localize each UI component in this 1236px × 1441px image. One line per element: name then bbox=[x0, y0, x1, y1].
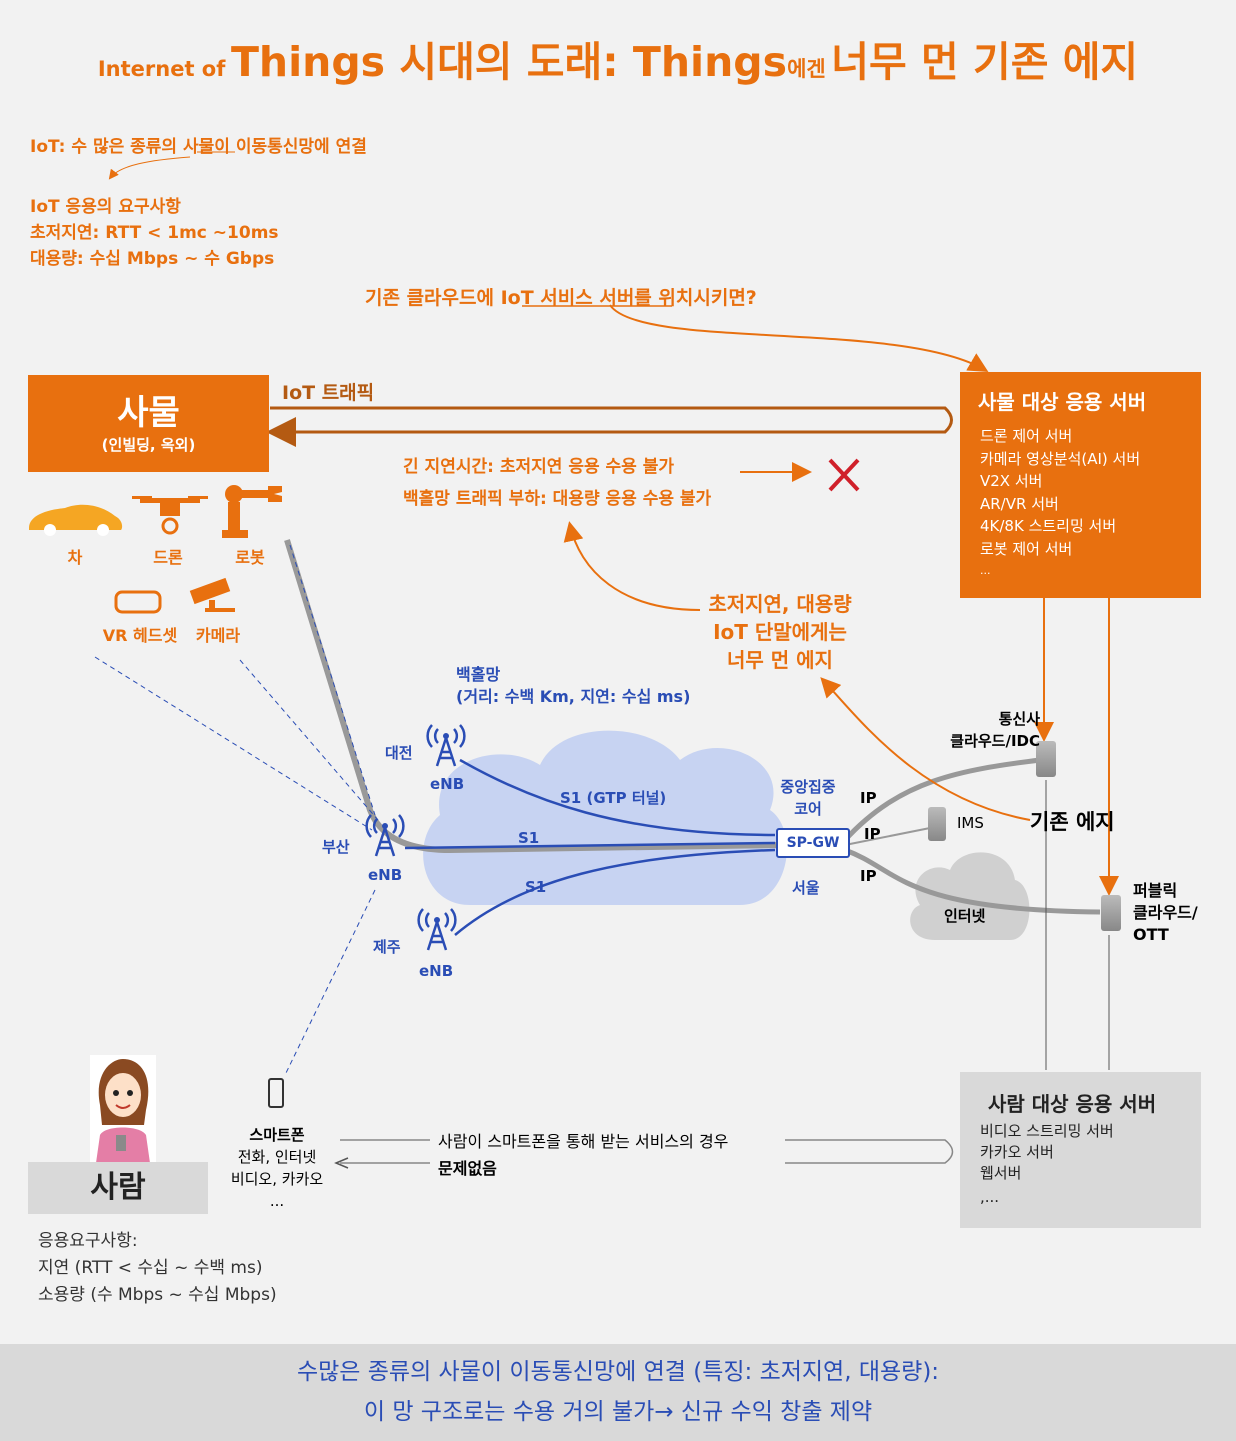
car-label: 차 bbox=[67, 548, 83, 567]
things-server-box: 사물 대상 응용 서버 드론 제어 서버 카메라 영상분석(AI) 서버 V2X… bbox=[960, 372, 1201, 598]
robot-icon bbox=[222, 485, 282, 538]
telco-cloud-label: 통신사 클라우드/IDC bbox=[950, 710, 1040, 750]
human-requirements: 응용요구사항: 지연 (RTT < 수십 ~ 수백 ms) 소용량 (수 Mbp… bbox=[38, 1231, 277, 1305]
server-item: V2X 서버 bbox=[980, 472, 1043, 490]
internet-cloud bbox=[910, 852, 1030, 940]
wireless-link-camera bbox=[239, 659, 379, 821]
far-edge-arrow bbox=[820, 677, 1031, 821]
server-item: ,... bbox=[980, 1188, 1000, 1206]
enb-antenna-icon bbox=[365, 814, 405, 857]
no-problem-note: 문제없음 bbox=[438, 1159, 497, 1178]
daejeon-label: 대전 bbox=[385, 744, 413, 762]
path-to-internet bbox=[844, 847, 1101, 915]
camera-icon bbox=[189, 577, 235, 612]
wireless-link-robot bbox=[289, 544, 376, 816]
public-cloud-label: 퍼블릭 클라우드/ OTT bbox=[1133, 881, 1198, 944]
vr-headset-icon bbox=[114, 590, 162, 614]
page-title: Internet of Things 시대의 도래: Things에겐 너무 먼… bbox=[97, 38, 1139, 86]
enb-antenna-icon bbox=[417, 908, 457, 951]
human-service-note: 사람이 스마트폰을 통해 받는 서비스의 경우 bbox=[438, 1132, 729, 1151]
server-item: 4K/8K 스트리밍 서버 bbox=[980, 517, 1117, 535]
enb-busan-label: eNB bbox=[368, 866, 403, 884]
public-cloud-server-icon bbox=[1101, 895, 1121, 931]
server-item: AR/VR 서버 bbox=[980, 494, 1059, 513]
human-server-box: 사람 대상 응용 서버 비디오 스트리밍 서버 카카오 서버 웹서버 ,... bbox=[960, 1072, 1201, 1228]
smartphone-icon bbox=[268, 1078, 284, 1108]
sp-gw-node: SP-GW bbox=[776, 828, 850, 858]
ims-server-icon bbox=[928, 807, 946, 841]
busan-label: 부산 bbox=[322, 838, 350, 856]
far-edge-note: 초저지연, 대용량 IoT 단말에게는 너무 먼 에지 bbox=[708, 592, 852, 672]
iot-req-capacity: 대용량: 수십 Mbps ~ 수 Gbps bbox=[30, 249, 275, 269]
issue-backhaul-load: 백홀망 트래픽 부하: 대용량 응용 수용 불가 bbox=[403, 489, 712, 509]
s1-gtp-line bbox=[459, 758, 776, 837]
server-item: 웹서버 bbox=[980, 1164, 1022, 1182]
server-item: ... bbox=[980, 564, 991, 577]
blocked-x-icon bbox=[828, 458, 860, 492]
human-service-line bbox=[340, 1139, 954, 1164]
s1-label: S1 bbox=[518, 829, 540, 847]
footer-summary: 수많은 종류의 사물이 이동통신망에 연결 (특징: 초저지연, 대용량): 이… bbox=[0, 1344, 1236, 1441]
ims-label: IMS bbox=[957, 814, 984, 832]
telco-cloud-server-icon bbox=[1036, 741, 1056, 777]
jeju-label: 제주 bbox=[373, 938, 401, 956]
question-arrow bbox=[609, 304, 989, 373]
person-icon bbox=[90, 1055, 156, 1163]
backhaul-path bbox=[284, 539, 781, 854]
ip-label: IP bbox=[860, 789, 877, 807]
s1-jeju-label: S1 bbox=[525, 878, 547, 896]
wireless-link-vr bbox=[94, 656, 373, 831]
issue-latency: 긴 지연시간: 초저지연 응용 수용 불가 bbox=[403, 457, 674, 477]
enb-daejeon-label: eNB bbox=[430, 775, 465, 793]
smartphone-info: 스마트폰 전화, 인터넷 비디오, 카카오 ... bbox=[230, 1126, 324, 1210]
desc-arrow bbox=[108, 156, 191, 180]
question-text: 기존 클라우드에 IoT 서비스 서버를 위치시키면? bbox=[365, 287, 757, 309]
s1-jeju-line bbox=[454, 848, 776, 936]
internet-label: 인터넷 bbox=[944, 907, 986, 925]
server-item: 비디오 스트리밍 서버 bbox=[980, 1122, 1114, 1140]
drone-label: 드론 bbox=[153, 548, 183, 567]
seoul-label: 서울 bbox=[792, 879, 820, 897]
backhaul-label: 백홀망 (거리: 수백 Km, 지연: 수십 ms) bbox=[456, 665, 691, 706]
vr-label: VR 헤드셋 bbox=[102, 626, 178, 645]
iot-traffic-line bbox=[266, 406, 953, 447]
enb-jeju-label: eNB bbox=[419, 962, 454, 980]
central-core-label: 중앙집중 코어 bbox=[780, 778, 836, 818]
server-item: 카카오 서버 bbox=[980, 1143, 1054, 1161]
drone-icon bbox=[132, 496, 208, 535]
server-item: 드론 제어 서버 bbox=[980, 427, 1073, 445]
enb-antenna-icon bbox=[426, 724, 466, 767]
legacy-edge-label: 기존 에지 bbox=[1030, 810, 1115, 834]
ip-label: IP bbox=[864, 825, 881, 843]
robot-label: 로봇 bbox=[235, 548, 265, 567]
server-item: 카메라 영상분석(AI) 서버 bbox=[980, 449, 1141, 468]
wireless-link-phone bbox=[284, 889, 376, 1076]
iot-req-latency: 초저지연: RTT < 1mc ~10ms bbox=[30, 223, 279, 243]
path-to-ims bbox=[844, 827, 931, 846]
camera-label: 카메라 bbox=[195, 626, 241, 645]
iot-description: IoT: 수 많은 종류의 사물이 이동통신망에 연결 bbox=[30, 137, 367, 157]
server-item: 로봇 제어 서버 bbox=[980, 539, 1073, 558]
iot-req-heading: IoT 응용의 요구사항 bbox=[30, 197, 181, 217]
ip-label: IP bbox=[860, 867, 877, 885]
car-icon bbox=[29, 504, 123, 536]
human-service-arrowhead bbox=[334, 1157, 349, 1169]
issue-arrow bbox=[563, 521, 701, 611]
s1-busan-line bbox=[404, 841, 776, 850]
person-label-box: 사람 bbox=[28, 1162, 208, 1214]
iot-traffic-label: IoT 트래픽 bbox=[282, 382, 375, 404]
things-box: 사물 (인빌딩, 옥외) bbox=[28, 375, 269, 472]
s1-gtp-label: S1 (GTP 터널) bbox=[560, 789, 667, 807]
